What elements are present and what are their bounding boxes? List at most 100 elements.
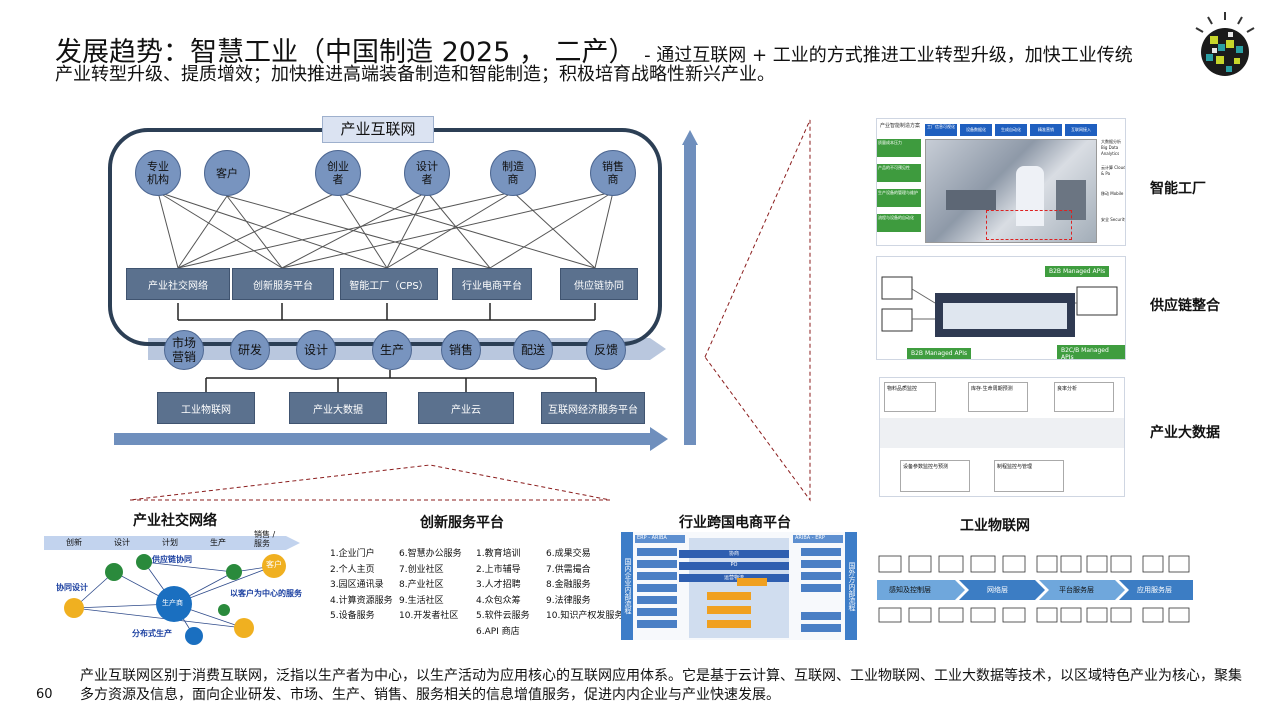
factory-right-mobile: 移动 Mobile — [1101, 191, 1124, 196]
supply-tag-2: B2B Managed APIs — [907, 348, 972, 359]
industry-internet-frame — [108, 128, 662, 346]
social-node-customer: 客户 — [266, 560, 282, 569]
label-smart-factory: 智能工厂 — [1150, 181, 1206, 197]
service-item: 3.人才招聘 — [476, 580, 521, 590]
node-customer: 客户 — [204, 150, 250, 196]
ecom-row-negotiate: 协商 — [679, 550, 789, 558]
ecom-row-logistics: 运营物流 — [679, 574, 789, 582]
iot-layer-platform: 平台服务层 — [1059, 586, 1094, 594]
service-item: 3.园区通讯录 — [330, 580, 384, 590]
base-cloud: 产业云 — [418, 392, 514, 424]
tag-device-data: 设备数据化 — [960, 124, 992, 136]
bigdata-box-5: 制程监控与管理 — [994, 460, 1064, 492]
factory-left-3: 生产设备的管理与维护 — [877, 189, 921, 207]
activity-rnd: 研发 — [230, 330, 270, 370]
service-item: 9.法律服务 — [546, 595, 591, 606]
service-item: 4.众包众筹 — [476, 595, 521, 606]
title-main: 发展趋势：智慧工业（中国制造 2025 ， 二产） — [55, 37, 636, 68]
node-designer: 设计者 — [404, 150, 450, 196]
social-step-plan: 计划 — [162, 538, 178, 547]
section-title-innovation: 创新服务平台 — [420, 515, 504, 531]
zoom-wedge-bottom — [129, 464, 611, 501]
service-item: 8.产业社区 — [399, 580, 444, 590]
title-line2: 产业转型升级、提质增效；加快推进高端装备制造和智能制造；积极培育战略性新兴产业。 — [55, 64, 775, 85]
service-item: 6.智慧办公服务 — [399, 549, 462, 559]
up-arrow-shaft — [684, 145, 696, 445]
factory-right-security: 安全 Security — [1101, 217, 1126, 222]
social-label-co-design: 协同设计 — [56, 583, 88, 592]
frame-label: 产业互联网 — [322, 116, 434, 143]
service-list-col4: 6.成果交易 7.供需撮合 8.金融服务 9.法律服务 10.知识产权发服务 — [546, 547, 624, 625]
service-item: 5.软件云服务 — [476, 611, 530, 621]
factory-right-bigdata: 大数据分析 Big Data Analytics — [1101, 139, 1121, 156]
activity-feedback: 反馈 — [586, 330, 626, 370]
base-internet-economy: 互联网经济服务平台 — [541, 392, 645, 424]
bigdata-box-4: 设备参数监控与预测 — [900, 460, 970, 492]
service-item: 6.API 商店 — [476, 626, 520, 637]
platform-smart-factory: 智能工厂（CPS） — [340, 268, 438, 300]
activity-marketing: 市场营销 — [164, 330, 204, 370]
social-step-design: 设计 — [114, 538, 130, 547]
service-item: 2.上市辅导 — [476, 564, 521, 575]
iot-layer-network: 网络层 — [987, 586, 1008, 594]
social-label-supply: 供应链协同 — [152, 555, 192, 564]
service-item: 8.金融服务 — [546, 580, 591, 590]
page-number: 60 — [36, 687, 53, 702]
activity-production: 生产 — [372, 330, 412, 370]
right-arrow-head — [650, 427, 668, 451]
service-list-col2: 6.智慧办公服务 7.创业社区 8.产业社区 9.生活社区 10.开发者社区 — [399, 547, 465, 625]
tag-marketing: 精准营销 — [1030, 124, 1062, 136]
node-professional-org: 专业机构 — [135, 150, 181, 196]
bracket-lines — [177, 303, 597, 392]
section-title-iot: 工业物联网 — [960, 518, 1030, 534]
service-item: 10.开发者社区 — [399, 611, 459, 621]
zoom-wedge — [704, 119, 811, 502]
factory-right-cloud: 云计算 Cloud & Pa — [1101, 165, 1126, 176]
ecom-right-side: 国外方内部流程 — [845, 532, 857, 640]
social-label-distributed: 分布式生产 — [132, 629, 172, 638]
platform-innovation: 创新服务平台 — [232, 268, 334, 300]
ecom-left-side: 国内企业内部流程 — [621, 532, 633, 640]
logo-icon — [1195, 12, 1255, 76]
node-entrepreneur: 创业者 — [315, 150, 361, 196]
platform-social: 产业社交网络 — [126, 268, 230, 300]
ecom-right-head: ARIBA - ERP — [793, 535, 843, 543]
iot-layer-sensing: 感知及控制层 — [889, 586, 931, 594]
service-item: 1.教育培训 — [476, 549, 521, 559]
ecom-left-head: ERP - ARIBA — [635, 535, 685, 543]
service-item: 10.知识产权发服务 — [546, 611, 624, 621]
supply-chain-image: B2B Managed APIs B2B Managed APIs B2C/B … — [876, 256, 1126, 360]
supply-tag-3: B2C/B Managed APIs — [1057, 345, 1125, 359]
iot-layer-application: 应用服务层 — [1137, 586, 1172, 594]
node-manufacturer: 制造商 — [490, 150, 536, 196]
base-bigdata: 产业大数据 — [289, 392, 387, 424]
label-supply-chain: 供应链整合 — [1150, 298, 1220, 314]
factory-left-4: 流程与设备的自动化 — [877, 214, 921, 232]
service-item: 9.生活社区 — [399, 595, 444, 606]
activity-sales: 销售 — [441, 330, 481, 370]
service-item: 2.个人主页 — [330, 564, 375, 575]
node-seller: 销售商 — [590, 150, 636, 196]
service-item: 1.企业门户 — [330, 549, 375, 559]
service-item: 7.创业社区 — [399, 564, 444, 575]
factory-photo — [925, 139, 1097, 243]
section-title-ecommerce: 行业跨国电商平台 — [679, 515, 791, 531]
activity-delivery: 配送 — [513, 330, 553, 370]
factory-left-2: 产品的不可预见性 — [877, 164, 921, 182]
ecommerce-diagram: 国内企业内部流程 国外方内部流程 ERP - ARIBA ARIBA - ERP… — [621, 532, 857, 640]
bigdata-box-2: 库存·生命周期预测 — [968, 382, 1028, 412]
up-arrow-head — [682, 130, 698, 145]
title-subtitle: - 通过互联网 + 工业的方式推进工业转型升级，加快工业传统 — [644, 45, 1133, 66]
smart-factory-image: 产业智能制造方案 工厂信息可视化 设备数据化 生成自动化 精准营销 互联网接入 … — [876, 118, 1126, 246]
service-list-col1: 1.企业门户 2.个人主页 3.园区通讯录 4.计算资源服务 5.设备服务 — [330, 547, 396, 625]
tag-factory-visual: 工厂信息可视化 — [925, 124, 957, 136]
social-step-innovate: 创新 — [66, 538, 82, 547]
platform-supply-chain: 供应链协同 — [560, 268, 638, 300]
social-label-customer-service: 以客户为中心的服务 — [230, 589, 302, 598]
social-step-service: 销售 / 服务 — [254, 530, 276, 548]
right-arrow-shaft — [114, 433, 650, 445]
social-network-diagram: 创新 设计 计划 生产 销售 / 服务 客户 生产商 供应链协同 协同设计 以客… — [44, 530, 306, 648]
service-item: 6.成果交易 — [546, 549, 591, 559]
tag-internet: 互联网接入 — [1065, 124, 1097, 136]
section-title-social: 产业社交网络 — [133, 513, 217, 529]
